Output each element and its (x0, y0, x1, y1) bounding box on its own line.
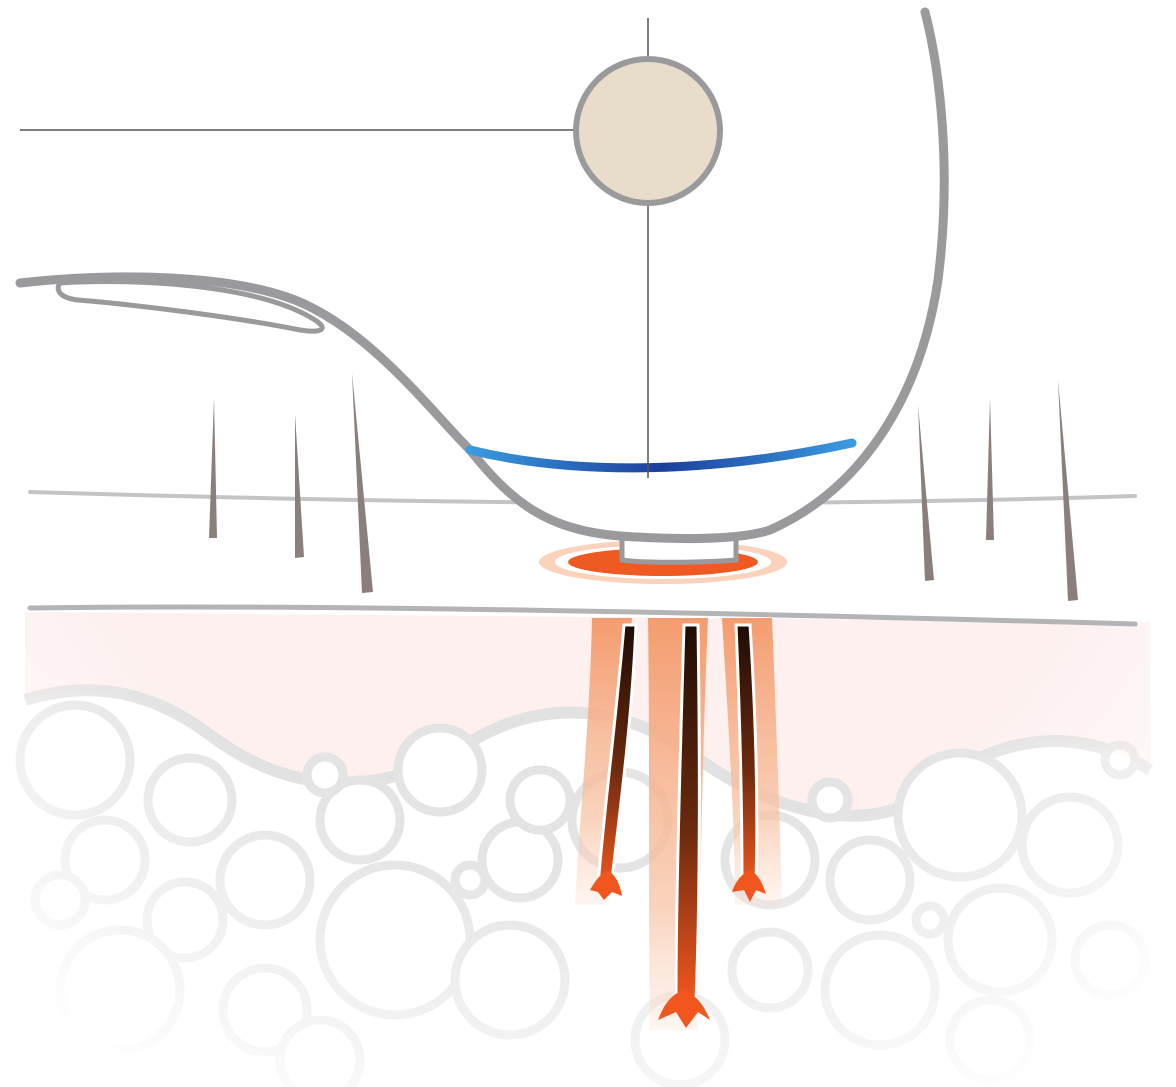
device-head (20, 12, 944, 538)
hair (918, 405, 934, 581)
hair (295, 414, 304, 558)
focal-circle (576, 59, 720, 203)
hair (209, 398, 217, 538)
hair (352, 373, 373, 593)
hair (986, 398, 994, 540)
hair (1058, 380, 1078, 601)
